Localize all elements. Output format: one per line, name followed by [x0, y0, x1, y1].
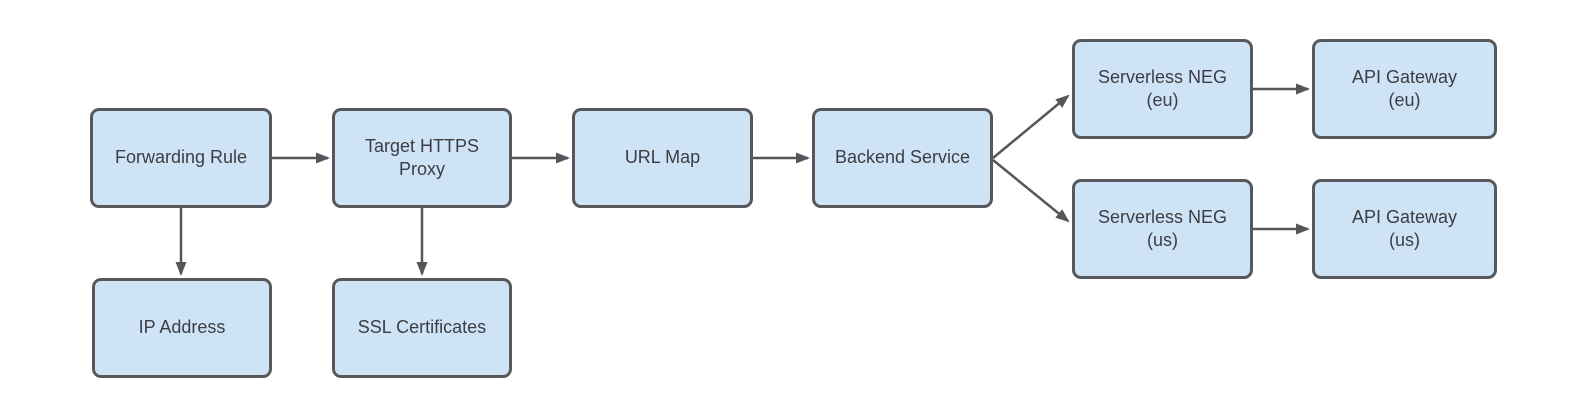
- node-ip-address-label: IP Address: [138, 317, 226, 338]
- node-target-https-proxy-label: Target HTTPS Proxy: [364, 135, 480, 179]
- node-serverless-neg-eu-label: Serverless NEG (eu): [1097, 66, 1228, 110]
- connector-backend-service-to-serverless-neg-us: [992, 159, 1070, 223]
- node-forwarding-rule-label: Forwarding Rule: [114, 147, 248, 168]
- node-api-gateway-us[interactable]: API Gateway (us): [1312, 179, 1497, 279]
- node-backend-service[interactable]: Backend Service: [812, 108, 993, 208]
- node-ssl-certificates-label: SSL Certificates: [357, 317, 487, 338]
- node-api-gateway-eu[interactable]: API Gateway (eu): [1312, 39, 1497, 139]
- node-forwarding-rule[interactable]: Forwarding Rule: [90, 108, 272, 208]
- node-backend-service-label: Backend Service: [834, 147, 971, 168]
- node-url-map[interactable]: URL Map: [572, 108, 753, 208]
- node-serverless-neg-us[interactable]: Serverless NEG (us): [1072, 179, 1253, 279]
- node-ssl-certificates[interactable]: SSL Certificates: [332, 278, 512, 378]
- node-ip-address[interactable]: IP Address: [92, 278, 272, 378]
- node-serverless-neg-eu[interactable]: Serverless NEG (eu): [1072, 39, 1253, 139]
- node-url-map-label: URL Map: [624, 147, 701, 168]
- connector-backend-service-to-serverless-neg-eu: [992, 94, 1070, 159]
- node-target-https-proxy[interactable]: Target HTTPS Proxy: [332, 108, 512, 208]
- node-serverless-neg-us-label: Serverless NEG (us): [1097, 206, 1228, 250]
- node-api-gateway-us-label: API Gateway (us): [1351, 206, 1458, 250]
- node-api-gateway-eu-label: API Gateway (eu): [1351, 66, 1458, 110]
